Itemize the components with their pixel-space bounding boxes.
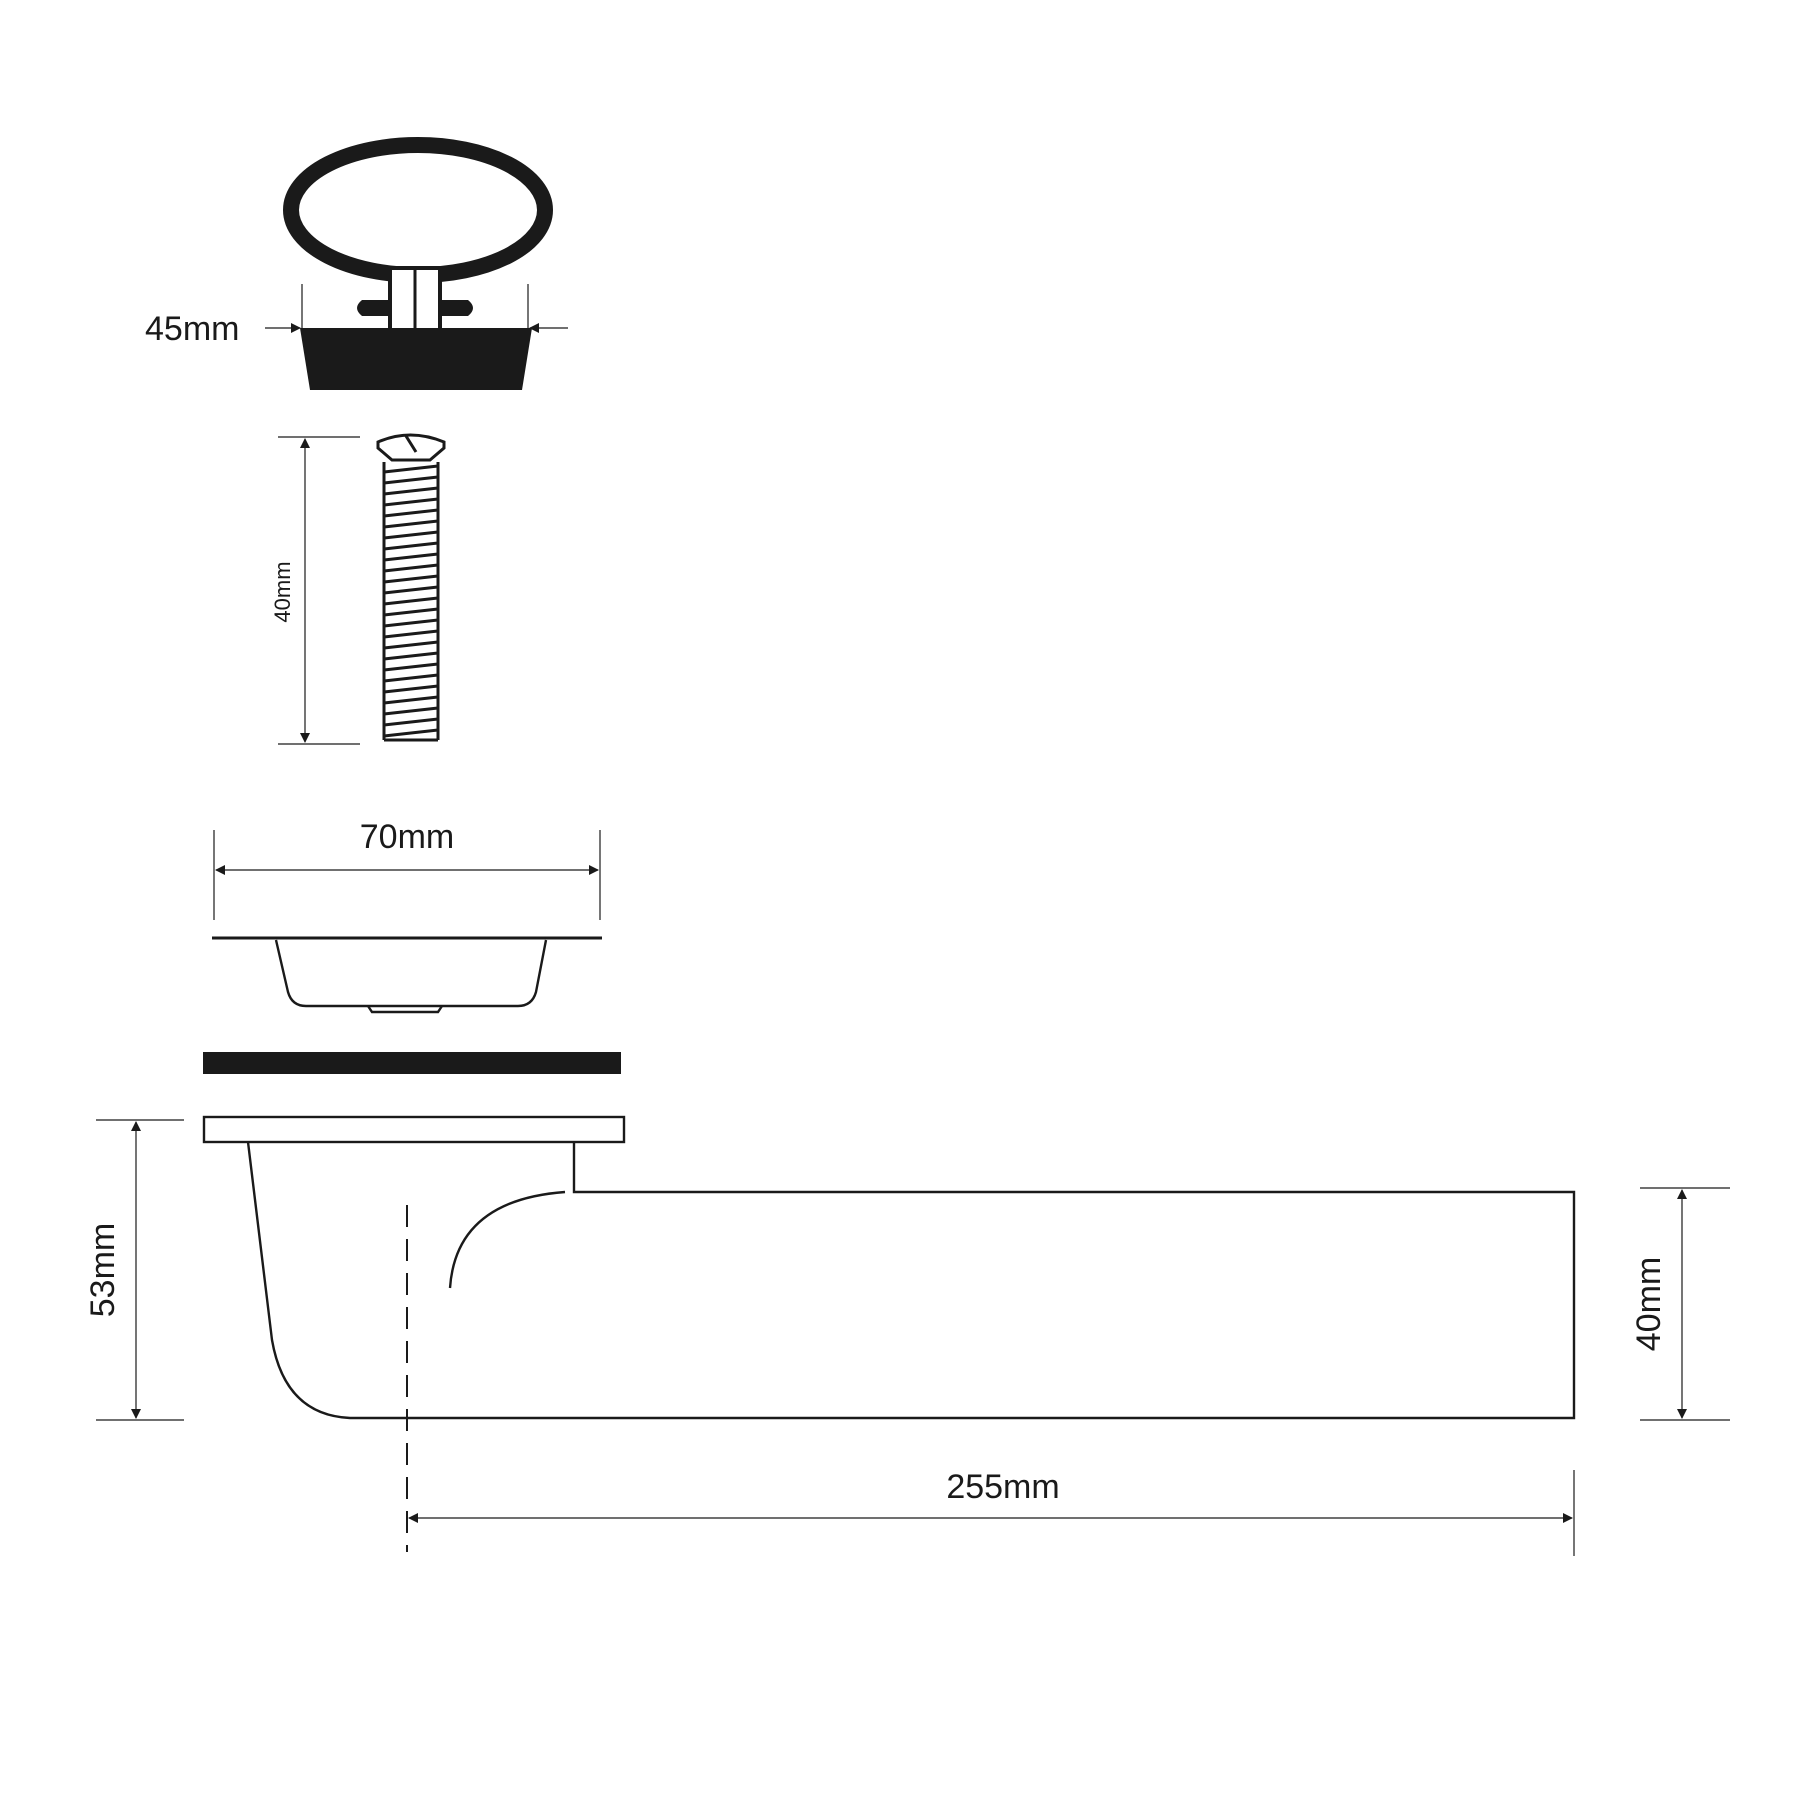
strainer-cup — [274, 939, 548, 1008]
screw-length-label: 40mm — [270, 561, 295, 622]
plug-body — [300, 328, 532, 390]
waste-outlet-pipe — [246, 1141, 1576, 1420]
outlet-length-label: 255mm — [946, 1468, 1059, 1506]
screw: 40mm — [270, 433, 446, 745]
washer — [203, 1052, 621, 1074]
plug-diameter-label: 45mm — [145, 310, 239, 348]
strainer-diameter-label: 70mm — [360, 818, 454, 856]
screw-threads — [382, 462, 440, 742]
waste-body: 53mm 40mm 255mm — [84, 1115, 1730, 1556]
waste-flange — [202, 1115, 626, 1144]
strainer: 70mm — [212, 818, 602, 1014]
outlet-height-label: 40mm — [1630, 1257, 1668, 1351]
plug-ring — [283, 137, 553, 283]
plug-assembly: 45mm — [145, 137, 568, 390]
waste-height-label: 53mm — [84, 1223, 122, 1317]
screw-head — [376, 433, 446, 462]
